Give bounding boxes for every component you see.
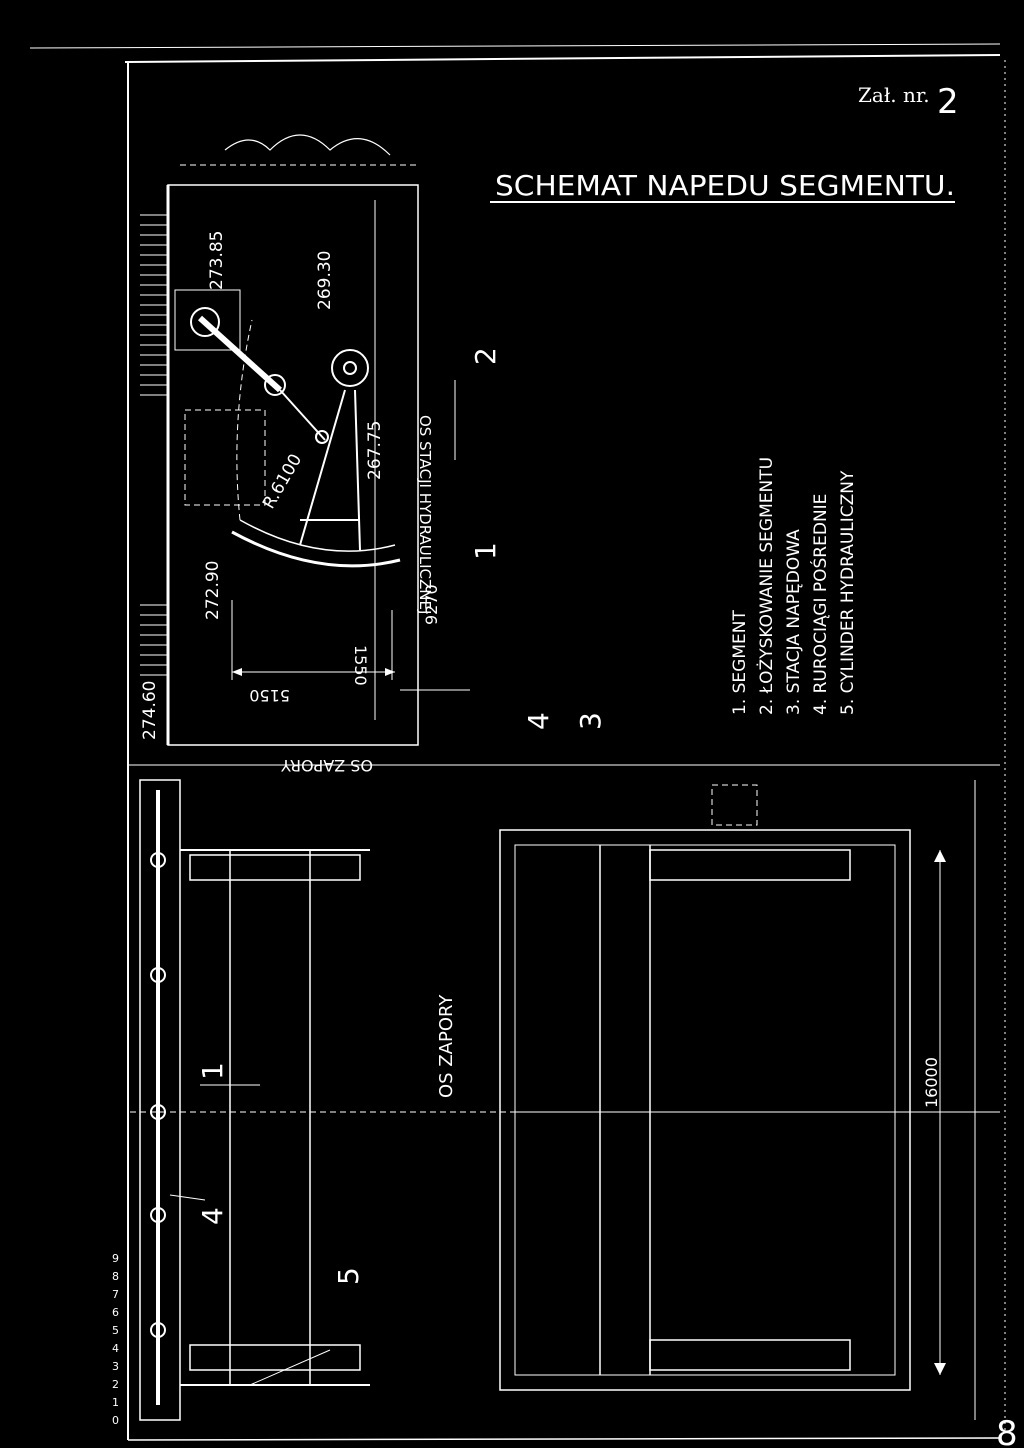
attachment-number: 2	[937, 82, 959, 122]
scale-mark: 5	[112, 1324, 119, 1337]
sheet-frame	[29, 43, 1006, 1441]
legend-item-3: 3. STACJA NAPĘDOWA	[784, 529, 804, 715]
scale-mark: 0	[112, 1414, 119, 1427]
plan-view-right	[499, 780, 1000, 1420]
legend-item-4: 4. RUROCIĄGI POŚREDNIE	[809, 494, 831, 715]
side-view-section	[140, 134, 470, 746]
dimension-5150: 5150	[249, 686, 290, 705]
scale-mark: 3	[112, 1360, 119, 1373]
legend-item-1: 1. SEGMENT	[730, 610, 750, 715]
callout-1-top: 1	[469, 542, 502, 560]
scale-mark: 9	[112, 1252, 119, 1265]
dam-axis-label: OS ZAPORY	[436, 994, 457, 1098]
elevation-274-60: 274.60	[140, 681, 160, 740]
callout-5: 5	[332, 1267, 365, 1285]
dam-axis-label-rotated: OS ZAPORY	[281, 756, 373, 775]
radius-label: R.6100	[259, 451, 306, 513]
scale-mark: 1	[112, 1396, 119, 1409]
elevation-269-30: 269.30	[315, 251, 335, 310]
hydraulic-station-axis-label: OS STACJI HYDRAULICZNEJ	[416, 415, 434, 614]
scale-mark: 8	[112, 1270, 119, 1283]
scale-mark: 6	[112, 1306, 119, 1319]
page-number: 8	[996, 1414, 1018, 1448]
legend-item-2: 2. ŁOŻYSKOWANIE SEGMENTU	[756, 457, 777, 715]
plan-view-left	[130, 779, 1000, 1421]
elevation-273-85: 273.85	[207, 231, 227, 290]
drawing-title: SCHEMAT NAPEDU SEGMENTU.	[495, 169, 955, 202]
callout-4-bottom: 4	[196, 1207, 229, 1225]
scale-mark: 2	[112, 1378, 119, 1391]
callout-1-bottom: 1	[196, 1062, 229, 1080]
scale-mark: 4	[112, 1342, 119, 1355]
callout-3: 3	[574, 712, 607, 730]
callout-2: 2	[469, 347, 502, 365]
dimension-16000: 16000	[922, 1057, 941, 1108]
dimension-9270: 9270	[422, 584, 441, 625]
margin-scale: 9 8 7 6 5 4 3 2 1 0	[112, 1252, 119, 1427]
elevation-267-75: 267.75	[365, 421, 385, 480]
legend-item-5: 5. CYLINDER HYDRAULICZNY	[838, 470, 858, 715]
scale-mark: 7	[112, 1288, 119, 1301]
legend: 1. SEGMENT 2. ŁOŻYSKOWANIE SEGMENTU 3. S…	[730, 457, 858, 715]
dimension-1550: 1550	[351, 645, 370, 686]
callout-4-top: 4	[522, 712, 555, 730]
elevation-272-90: 272.90	[203, 561, 223, 620]
attachment-label: Zał. nr.	[858, 83, 930, 107]
